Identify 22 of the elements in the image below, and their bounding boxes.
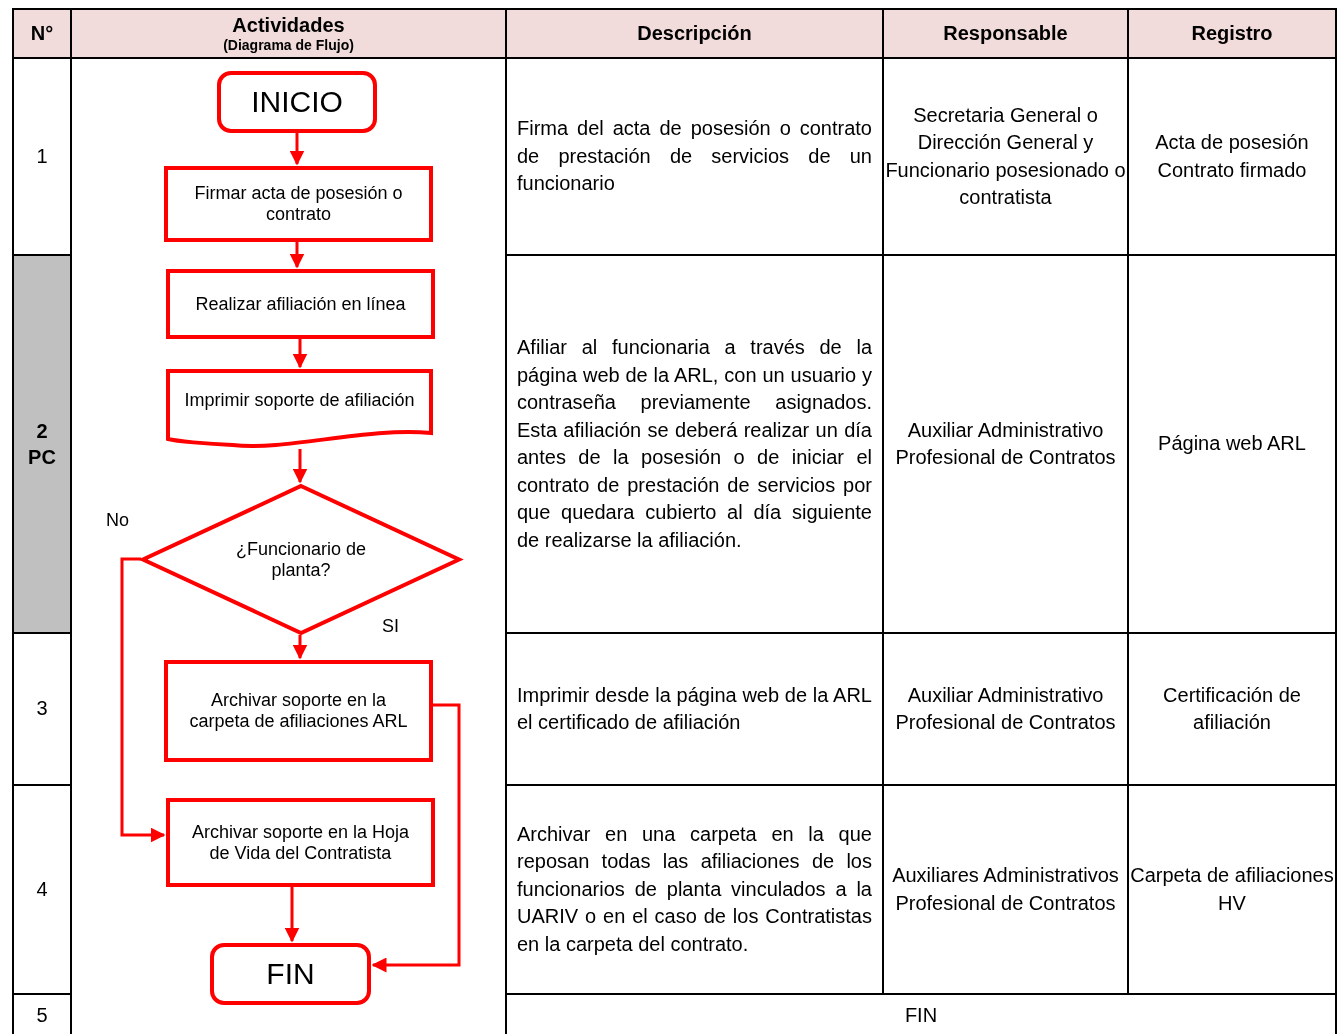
column-header: N° xyxy=(12,8,72,59)
process-box: Firmar acta de posesión o contrato xyxy=(164,166,433,242)
column-header: Descripción xyxy=(505,8,884,59)
column-header: Responsable xyxy=(882,8,1129,59)
arrow xyxy=(292,635,308,660)
header-subtitle: (Diagrama de Flujo) xyxy=(223,37,354,53)
arrow xyxy=(371,703,461,973)
arrow xyxy=(292,449,308,484)
header-title: Actividades xyxy=(232,14,345,37)
process-box: Realizar afiliación en línea xyxy=(166,269,435,339)
arrow xyxy=(289,133,305,166)
row-number: 2 PC xyxy=(12,254,72,634)
arrow xyxy=(284,887,300,943)
arrow xyxy=(289,242,305,269)
terminal-box: FIN xyxy=(210,943,371,1005)
column-header: Registro xyxy=(1127,8,1337,59)
arrow xyxy=(120,557,166,843)
process-box: Archivar soporte en la carpeta de afiliaciones ARL xyxy=(164,660,433,762)
arrow xyxy=(292,339,308,369)
process-box: Archivar soporte en la Hoja de Vida del Contratista xyxy=(166,798,435,887)
terminal-box: INICIO xyxy=(217,71,377,133)
document-shape: Imprimir soporte de afiliación xyxy=(166,369,433,449)
